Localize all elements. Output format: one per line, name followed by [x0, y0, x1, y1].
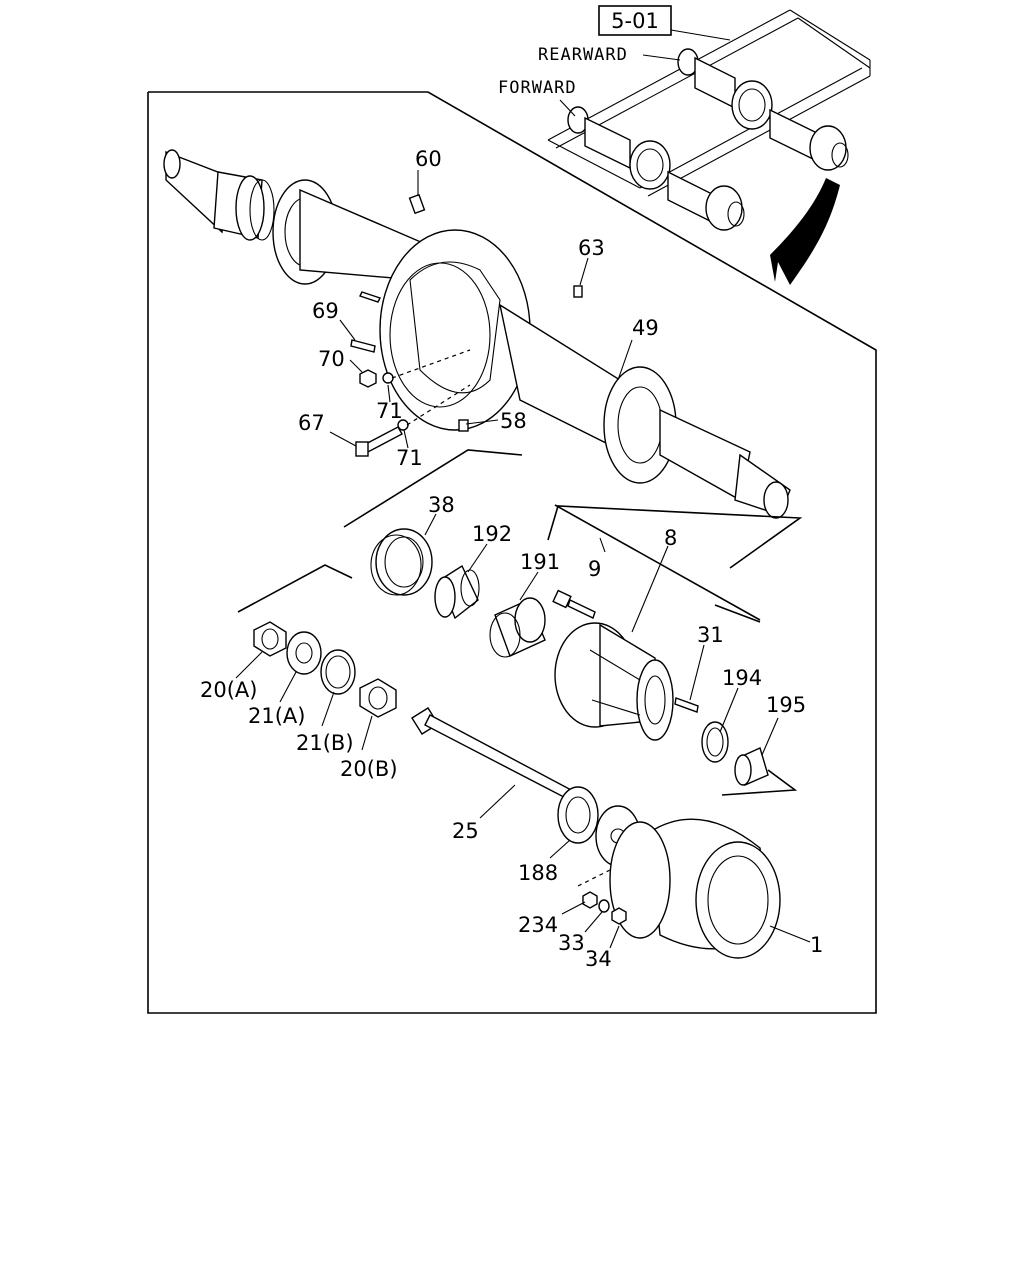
group-bracket-38-192: [343, 449, 523, 528]
section-ref-box[interactable]: [598, 5, 672, 36]
callout-labels: 60 63 49 69 70 71 67 71 58 38 192 191 9 …: [200, 147, 823, 971]
oil-seal-38: [370, 528, 433, 596]
callout-49[interactable]: 49: [632, 316, 659, 340]
lock-nut-20b: [359, 678, 397, 718]
brake-drum-1: [609, 818, 781, 959]
callout-9[interactable]: 9: [588, 557, 601, 581]
diagram-frame: [147, 91, 877, 1014]
callout-20b[interactable]: 20(B): [340, 757, 398, 781]
pointer-arrow-icon: [770, 178, 840, 285]
callout-70[interactable]: 70: [318, 347, 345, 371]
callout-38[interactable]: 38: [428, 493, 455, 517]
callout-234[interactable]: 234: [518, 913, 558, 937]
wheel-hub-8: [554, 622, 674, 741]
forward-label: FORWARD: [498, 78, 577, 98]
callout-21b[interactable]: 21(B): [296, 731, 354, 755]
callout-8[interactable]: 8: [664, 526, 677, 550]
group-bracket-195: [721, 769, 798, 796]
callout-188[interactable]: 188: [518, 861, 558, 885]
callout-20a[interactable]: 20(A): [200, 678, 257, 702]
chassis-overview-inset: 5-01: [498, 5, 871, 285]
callout-63[interactable]: 63: [578, 236, 605, 260]
callout-60[interactable]: 60: [415, 147, 442, 171]
inner-bearing-192: [434, 564, 480, 620]
callout-71-lower[interactable]: 71: [396, 446, 423, 470]
callout-21a[interactable]: 21(A): [248, 704, 305, 728]
outer-bearing-195: [734, 747, 769, 786]
callout-25[interactable]: 25: [452, 819, 479, 843]
callout-67[interactable]: 67: [298, 411, 325, 435]
callout-58[interactable]: 58: [500, 409, 527, 433]
bearing-race-194: [701, 721, 729, 763]
callout-191[interactable]: 191: [520, 550, 560, 574]
callout-31[interactable]: 31: [697, 623, 724, 647]
stud-31: [674, 697, 699, 713]
rearward-label: REARWARD: [538, 45, 628, 65]
callout-71-upper[interactable]: 71: [376, 399, 403, 423]
axle-shaft-25: [411, 707, 591, 809]
callout-1[interactable]: 1: [810, 933, 823, 957]
small-hardware-234-33-34: [577, 869, 627, 925]
leader-lines: [235, 170, 811, 949]
group-bracket-nuts: [237, 564, 353, 613]
group-bracket-hub: [547, 505, 803, 569]
callout-194[interactable]: 194: [722, 666, 762, 690]
rearward-axle-thumb: [677, 48, 849, 171]
callout-34[interactable]: 34: [585, 947, 612, 971]
callout-192[interactable]: 192: [472, 522, 512, 546]
hub-bolt-9: [552, 589, 596, 619]
bearing-race-191: [489, 597, 546, 658]
lock-washer-21b: [320, 649, 356, 695]
axle-housing: [163, 149, 791, 519]
callout-195[interactable]: 195: [766, 693, 806, 717]
forward-axle-thumb: [567, 106, 745, 231]
group-bracket-8-194: [554, 504, 761, 621]
washer-21a: [286, 631, 322, 675]
lock-nut-20a: [253, 621, 287, 657]
callout-33[interactable]: 33: [558, 931, 585, 955]
group-bracket-31: [714, 604, 761, 623]
housing-hardware: [350, 193, 583, 457]
section-ref-label[interactable]: 5-01: [611, 9, 659, 33]
callout-69[interactable]: 69: [312, 299, 339, 323]
